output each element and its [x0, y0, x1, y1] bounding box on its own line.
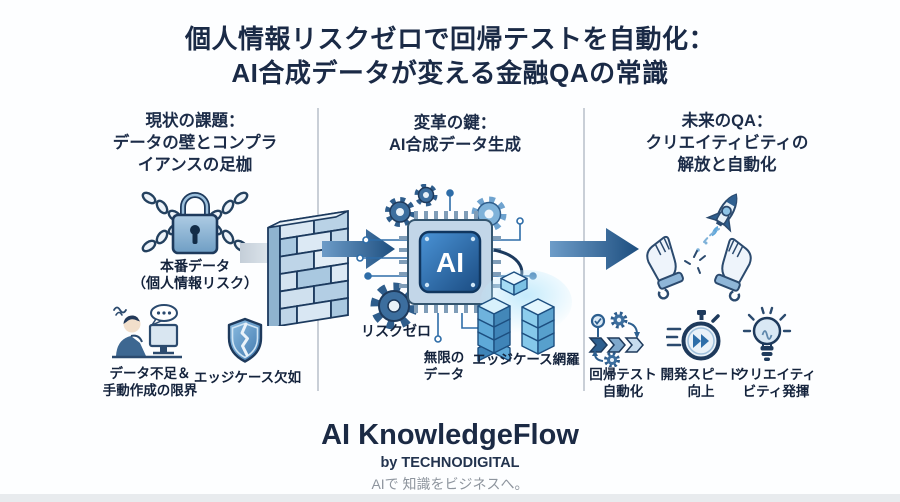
label-line: データ	[423, 367, 465, 382]
label-line: 回帰テスト	[589, 367, 657, 382]
header-line: イアンスの足枷	[137, 156, 253, 174]
bottom-strip	[0, 494, 900, 502]
label-edge-case-coverage: エッジケース網羅	[470, 351, 582, 368]
label-regression-test-automation: 回帰テスト 自動化	[583, 366, 663, 400]
label-line: リスクゼロ	[361, 323, 431, 339]
brick-wall-icon	[260, 186, 358, 326]
brand-tagline: AIで 知識をビジネスへ。	[371, 476, 529, 492]
brand-title: AI KnowledgeFlow	[321, 419, 579, 451]
data-cubes-icon	[468, 268, 576, 363]
label-data-shortage: データ不足＆ 手動作成の限界	[90, 365, 210, 399]
ai-chip-label: AI	[436, 247, 464, 278]
header-line: データの壁とコンプラ	[112, 134, 278, 152]
frustrated-person-computer-icon	[106, 303, 186, 366]
label-line: 自動化	[602, 384, 644, 399]
broken-shield-icon	[222, 316, 268, 364]
flow-arrow-icon	[550, 224, 642, 274]
brand-byline: by TECHNODIGITAL	[380, 455, 520, 471]
label-line: ビティ発揮	[742, 384, 810, 399]
header-line: 変革の鍵：	[413, 114, 497, 132]
label-line: クリエイティ	[736, 367, 816, 382]
label-line: エッジケース欠如	[193, 370, 302, 385]
header-line: AI合成データ生成	[389, 136, 521, 154]
label-dev-speed-up: 開発スピード 向上	[656, 366, 746, 400]
page-title: 個人情報リスクゼロで回帰テストを自動化： AI合成データが変える金融QAの常識	[0, 22, 900, 90]
process-flow-icon	[588, 311, 650, 367]
label-edge-case-missing: エッジケース欠如	[190, 369, 305, 386]
ai-chip-gears-icon: AI	[352, 184, 572, 364]
label-line: （個人情報リスク）	[132, 275, 258, 291]
column-header-current-issues: 現状の課題： データの壁とコンプラ イアンスの足枷	[86, 110, 304, 176]
hands-rocket-icon	[634, 184, 764, 302]
column-header-future-qa: 未来のQA： クリエイティビティの 解放と自動化	[613, 110, 841, 176]
label-infinite-data: 無限の データ	[412, 349, 476, 383]
flow-arrow-icon	[322, 226, 398, 272]
stopwatch-icon	[666, 308, 724, 365]
label-line: エッジケース網羅	[472, 352, 580, 367]
label-line: 無限の	[423, 350, 465, 365]
label-line: 手動作成の限界	[102, 383, 198, 398]
header-line: 未来のQA：	[681, 112, 773, 130]
lightbulb-icon	[740, 306, 794, 364]
label-line: 本番データ	[160, 258, 230, 274]
header-line: 現状の課題：	[145, 112, 245, 130]
label-line: 開発スピード	[660, 367, 742, 382]
lock-chains-icon	[133, 186, 257, 260]
label-line: データ不足＆	[109, 366, 191, 381]
label-risk-zero: リスクゼロ	[350, 323, 442, 340]
label-creativity-unleashed: クリエイティ ビティ発揮	[730, 366, 822, 400]
page-title-line: AI合成データが変える金融QAの常識	[231, 58, 669, 88]
header-line: クリエイティビティの	[645, 134, 809, 152]
label-production-data: 本番データ （個人情報リスク）	[110, 258, 280, 292]
column-header-transformation-key: 変革の鍵： AI合成データ生成	[348, 112, 562, 156]
label-line: 向上	[687, 384, 715, 399]
header-line: 解放と自動化	[677, 156, 777, 174]
page-title-line: 個人情報リスクゼロで回帰テストを自動化：	[184, 24, 715, 54]
